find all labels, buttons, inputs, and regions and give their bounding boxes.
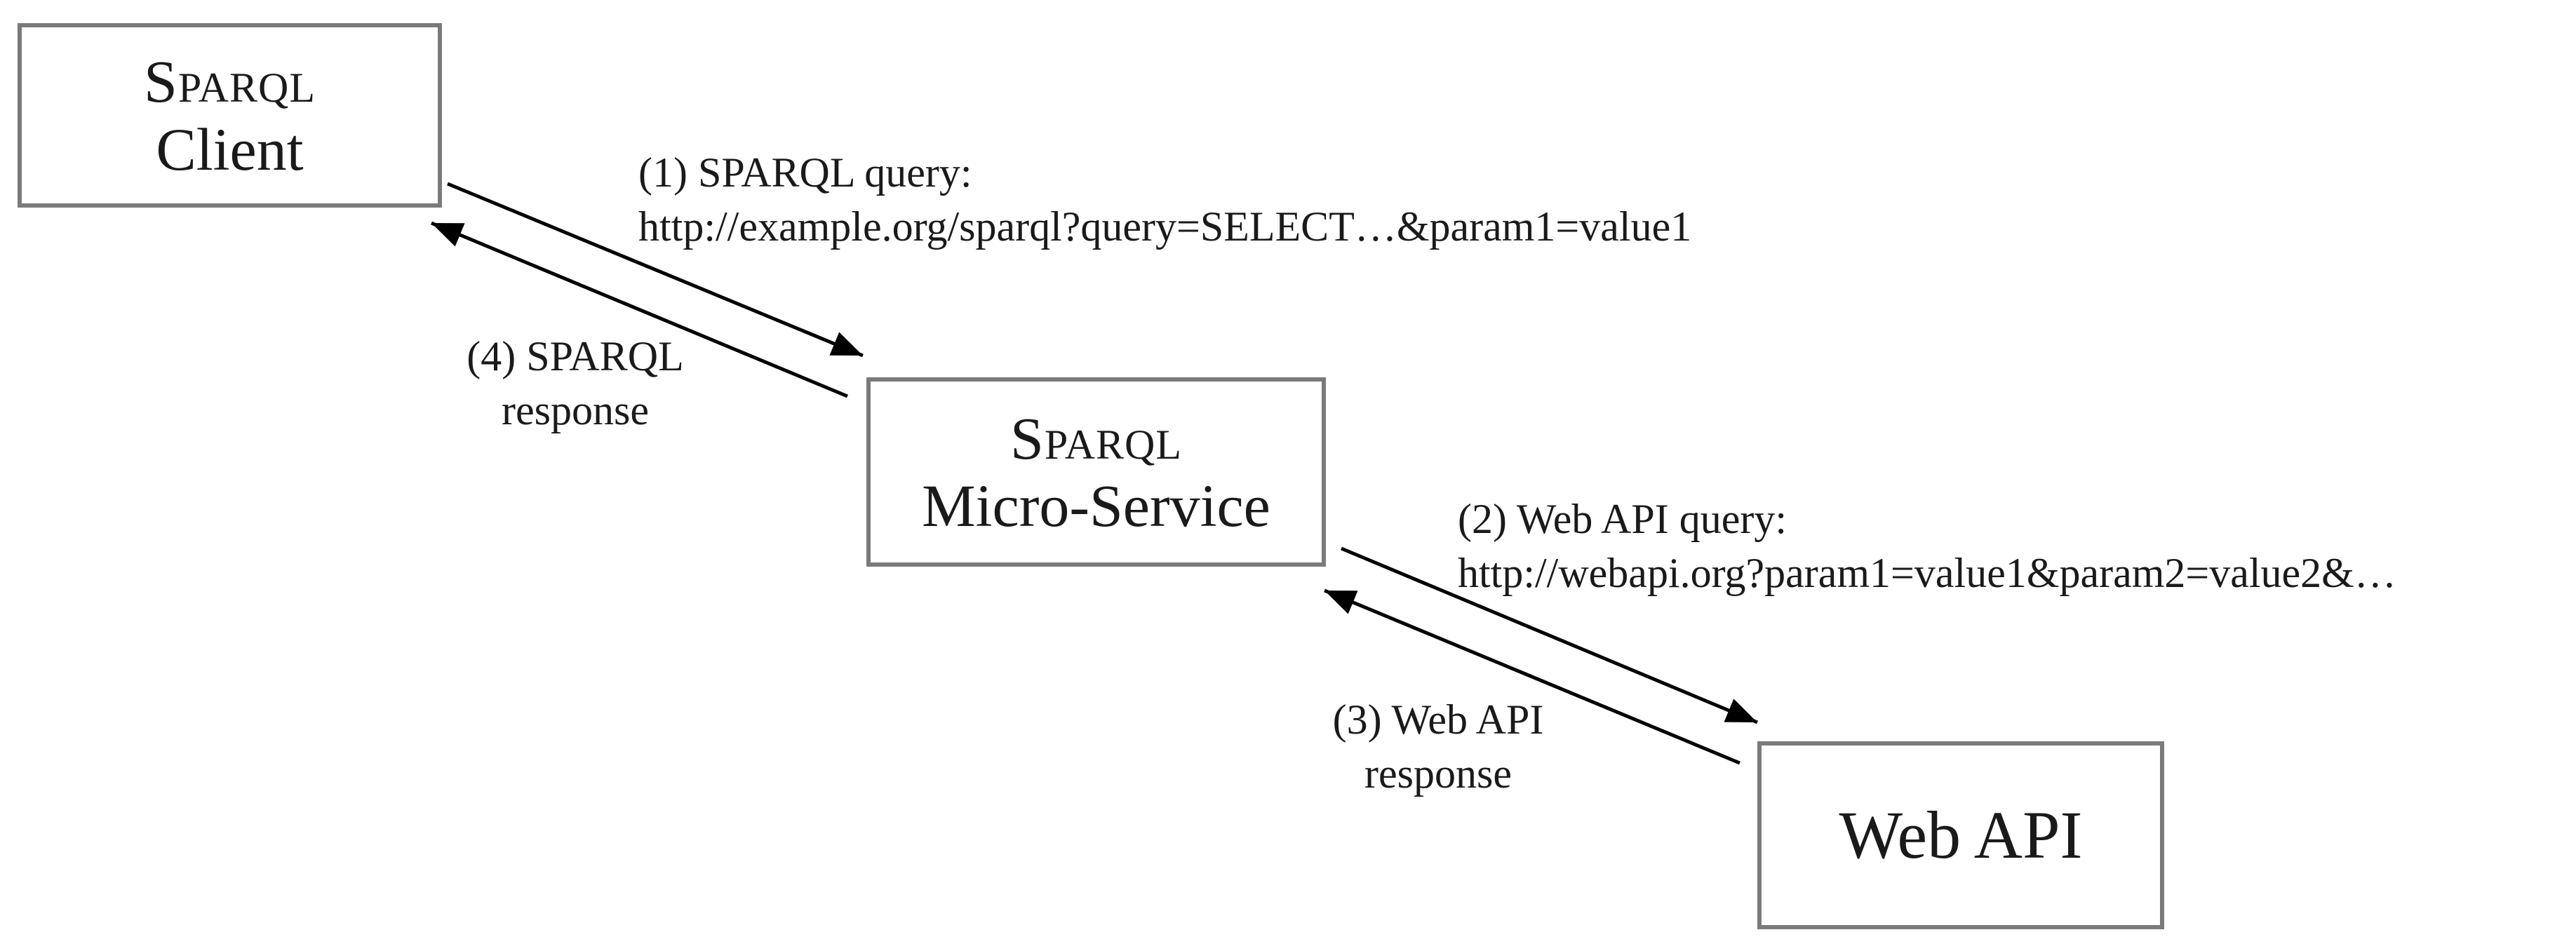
micro-service-subtitle: Micro-Service xyxy=(922,472,1270,539)
step2-label: (2) Web API query: http://webapi.org?par… xyxy=(1458,492,2396,600)
web-api-title: Web API xyxy=(1839,797,2083,873)
step1-url: http://example.org/sparql?query=SELECT…&… xyxy=(638,203,1692,250)
step2-title: (2) Web API query: xyxy=(1458,496,1787,542)
step3-subtitle: response xyxy=(1364,750,1512,797)
step1-label: (1) SPARQL query: http://example.org/spa… xyxy=(638,146,1691,254)
step1-title: (1) SPARQL query: xyxy=(638,149,972,196)
step4-label: (4) SPARQL response xyxy=(449,330,702,438)
sparql-client-title: Sparql xyxy=(143,48,316,116)
sparql-client-subtitle: Client xyxy=(156,115,304,183)
sparql-client-box: Sparql Client xyxy=(18,23,442,208)
arrow-response-to-client xyxy=(431,221,848,398)
step4-title: (4) SPARQL xyxy=(467,333,684,379)
step4-subtitle: response xyxy=(502,386,649,433)
micro-service-title: Sparql xyxy=(1009,404,1183,472)
step3-title: (3) Web API xyxy=(1332,696,1544,743)
sparql-micro-service-box: Sparql Micro-Service xyxy=(866,377,1326,567)
arrow-response-to-micro xyxy=(1324,588,1740,765)
web-api-box: Web API xyxy=(1757,741,2164,929)
arrow-query-to-micro xyxy=(447,182,864,358)
step3-label: (3) Web API response xyxy=(1305,693,1571,801)
arrow-query-to-webapi xyxy=(1341,546,1758,724)
step2-url: http://webapi.org?param1=value1&param2=v… xyxy=(1458,549,2396,596)
